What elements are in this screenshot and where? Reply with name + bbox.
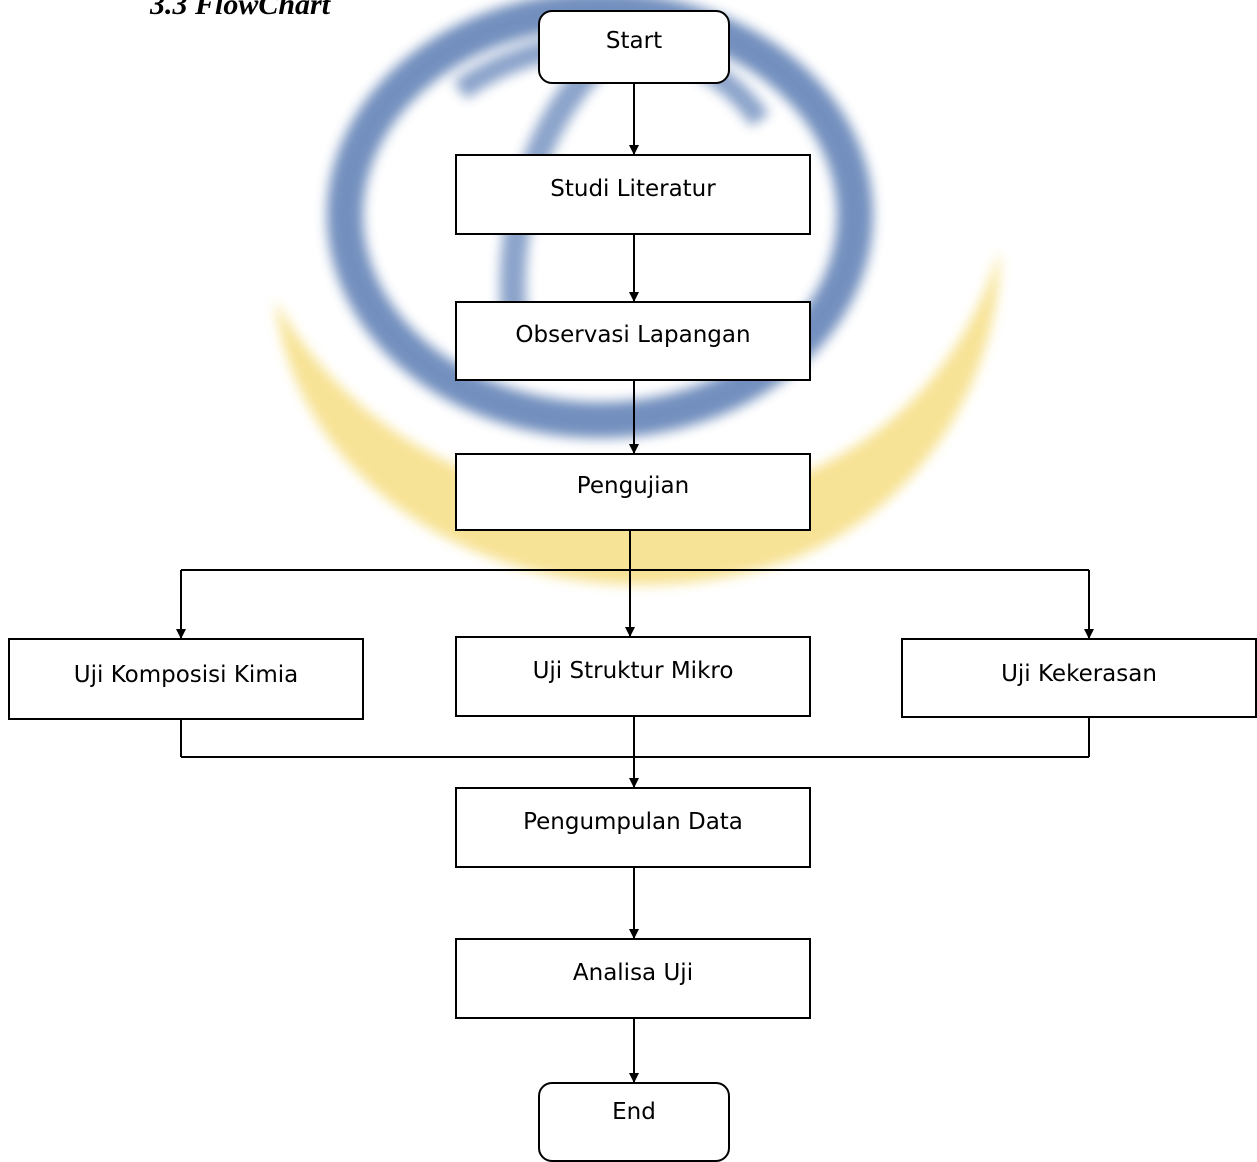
uji-struktur-mikro-label: Uji Struktur Mikro — [532, 657, 734, 684]
section-heading: 3.3 FlowChart — [150, 0, 331, 21]
pengumpulan-data-node: Pengumpulan Data — [455, 787, 811, 868]
end-label: End — [612, 1099, 656, 1125]
uji-kekerasan-node: Uji Kekerasan — [901, 638, 1257, 718]
pengujian-node: Pengujian — [455, 453, 811, 531]
connectors — [176, 83, 1094, 1083]
uji-komposisi-kimia-label: Uji Komposisi Kimia — [73, 662, 299, 688]
uji-kekerasan-label: Uji Kekerasan — [1001, 661, 1157, 687]
studi-literatur-label: Studi Literatur — [550, 175, 716, 202]
studi-literatur-node: Studi Literatur — [455, 154, 811, 235]
observasi-lapangan-node: Observasi Lapangan — [455, 301, 811, 381]
observasi-lapangan-label: Observasi Lapangan — [515, 322, 751, 348]
analisa-uji-label: Analisa Uji — [572, 959, 694, 986]
start-label: Start — [605, 28, 663, 54]
uji-komposisi-kimia-node: Uji Komposisi Kimia — [8, 638, 364, 720]
uji-struktur-mikro-node: Uji Struktur Mikro — [455, 636, 811, 717]
end-node: End — [538, 1082, 730, 1162]
pengumpulan-data-label: Pengumpulan Data — [523, 808, 743, 835]
analisa-uji-node: Analisa Uji — [455, 938, 811, 1019]
start-node: Start — [538, 10, 730, 84]
pengujian-label: Pengujian — [576, 473, 690, 499]
